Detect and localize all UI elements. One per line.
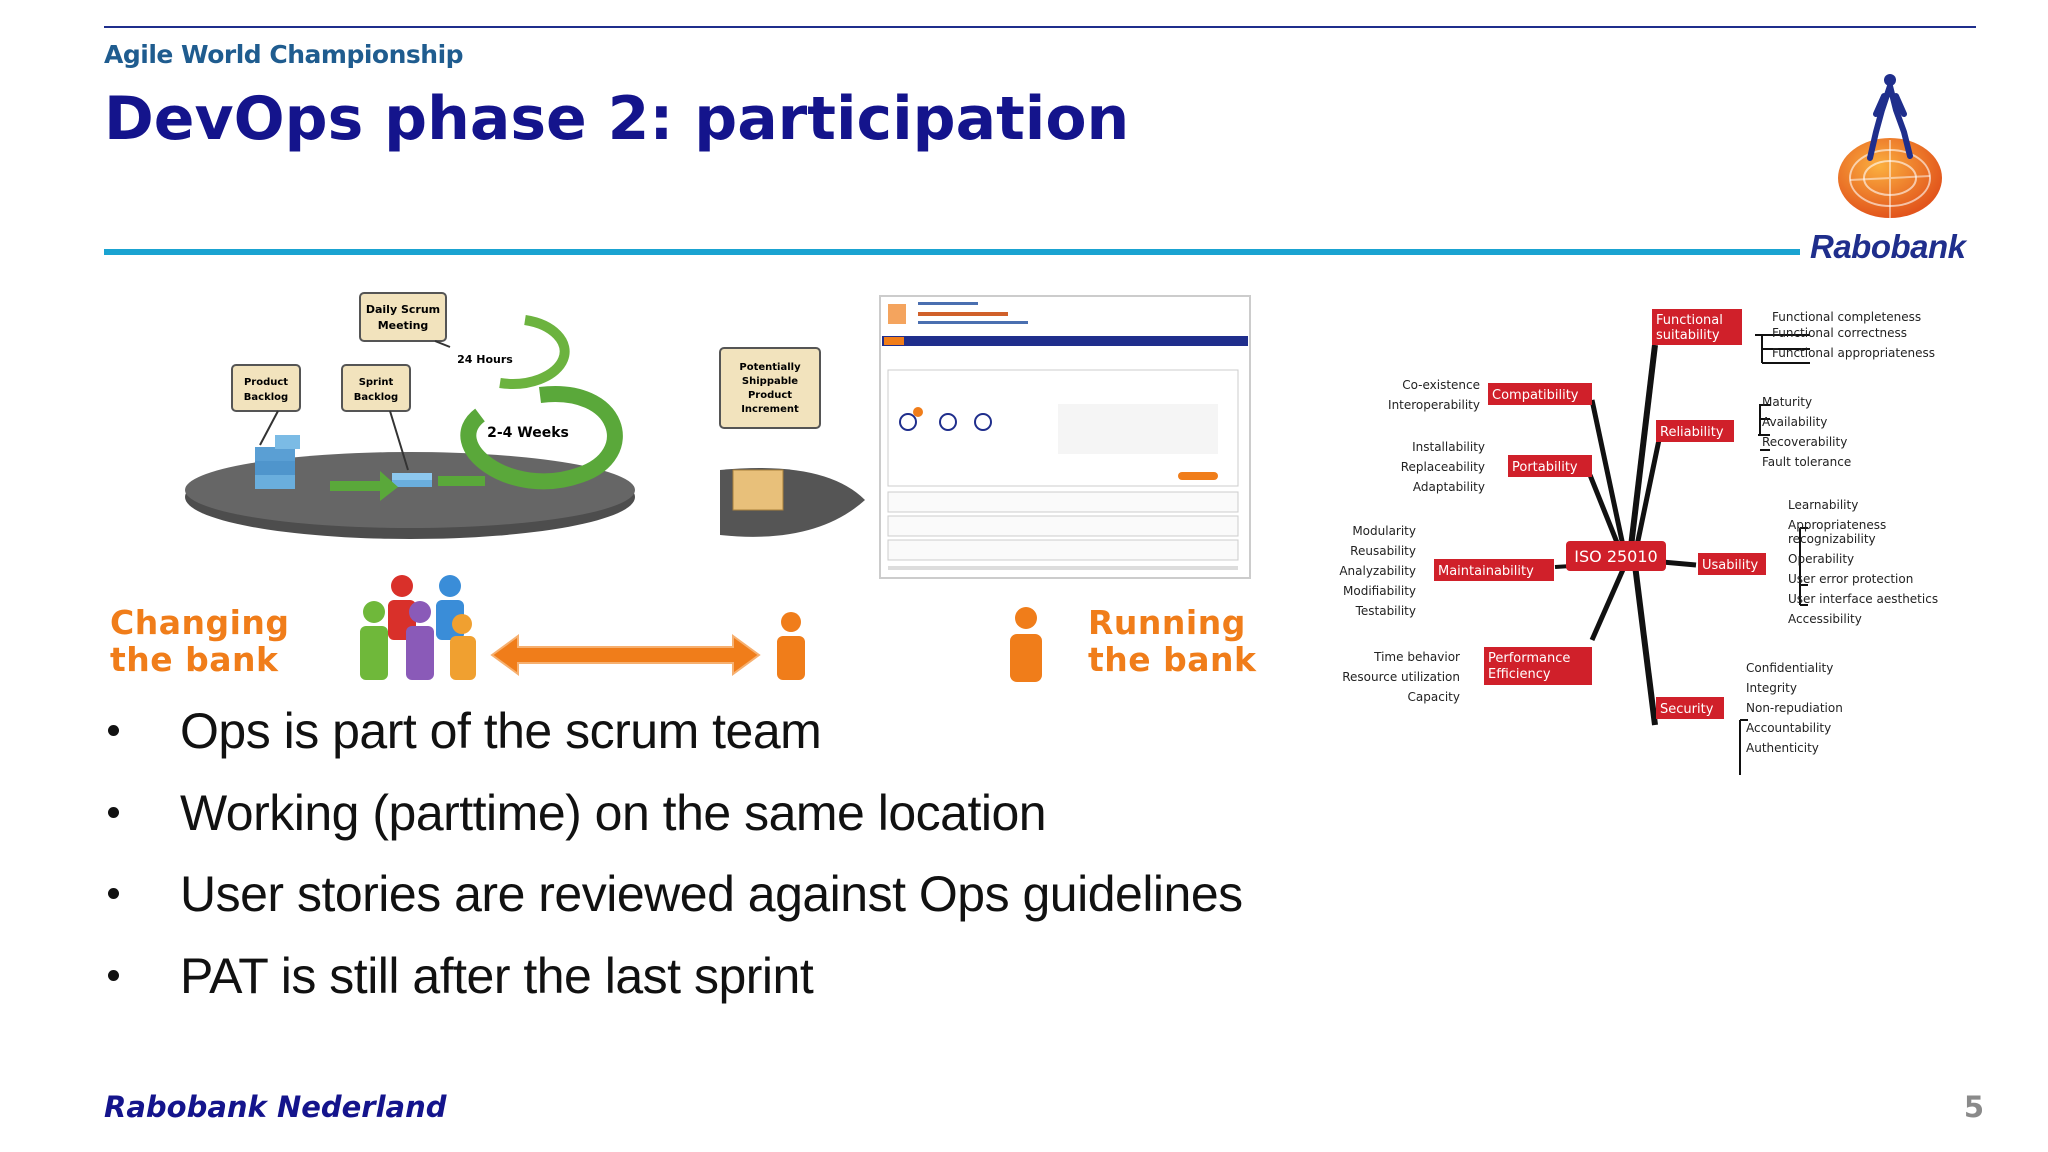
branch-performance-efficiency: Performance	[1488, 651, 1570, 666]
bullet-list: Ops is part of the scrum team Working (p…	[100, 695, 1360, 1021]
svg-text:Replaceability: Replaceability	[1401, 460, 1485, 474]
svg-text:User error protection: User error protection	[1788, 572, 1913, 586]
svg-text:Testability: Testability	[1355, 604, 1416, 618]
svg-text:Accountability: Accountability	[1746, 721, 1831, 735]
svg-text:Product: Product	[244, 377, 288, 388]
daily-scrum-line2: Meeting	[378, 319, 429, 332]
website-screenshot	[879, 295, 1251, 579]
scrum-cycle-diagram: Daily Scrum Meeting Product Backlog Spri…	[185, 292, 635, 539]
branch-functional-suitability: Functional	[1656, 313, 1723, 328]
svg-text:Maturity: Maturity	[1762, 395, 1812, 409]
sprint-backlog-box: Sprint Backlog	[341, 364, 411, 412]
svg-text:Accessibility: Accessibility	[1788, 612, 1862, 626]
svg-text:Appropriateness: Appropriateness	[1788, 518, 1886, 532]
svg-text:Backlog: Backlog	[244, 392, 288, 403]
svg-text:Authenticity: Authenticity	[1746, 741, 1819, 755]
svg-text:Non-repudiation: Non-repudiation	[1746, 701, 1843, 715]
footer-organization: Rabobank Nederland	[104, 1090, 447, 1124]
svg-text:Time behavior: Time behavior	[1373, 650, 1460, 664]
bullet-dot	[108, 806, 119, 818]
svg-text:Functional completeness: Functional completeness	[1772, 310, 1921, 324]
branch-usability: Usability	[1702, 558, 1758, 573]
functional-suitability-leaves: Functional completeness Functional corre…	[1772, 310, 1935, 360]
portability-leaves: Installability Replaceability Adaptabili…	[1401, 440, 1485, 494]
svg-text:Modifiability: Modifiability	[1343, 584, 1416, 598]
svg-text:Reusability: Reusability	[1350, 544, 1416, 558]
svg-text:Backlog: Backlog	[354, 392, 398, 403]
bullet-item: Working (parttime) on the same location	[100, 777, 1360, 859]
svg-text:Modularity: Modularity	[1352, 524, 1416, 538]
svg-text:Adaptability: Adaptability	[1413, 480, 1485, 494]
svg-text:Operability: Operability	[1788, 552, 1854, 566]
title-rule	[104, 249, 1800, 255]
svg-text:Functional correctness: Functional correctness	[1772, 326, 1907, 340]
svg-text:Availability: Availability	[1762, 415, 1827, 429]
bullet-item: Ops is part of the scrum team	[100, 695, 1360, 777]
bullet-item: User stories are reviewed against Ops gu…	[100, 858, 1360, 940]
svg-text:Functional appropriateness: Functional appropriateness	[1772, 346, 1935, 360]
svg-text:Resource utilization: Resource utilization	[1342, 670, 1460, 684]
double-arrow-icon	[490, 634, 761, 676]
reliability-leaves: Maturity Availability Recoverability Fau…	[1762, 395, 1851, 469]
svg-text:Confidentiality: Confidentiality	[1746, 661, 1833, 675]
product-backlog-box: Product Backlog	[231, 364, 301, 412]
compatibility-leaves: Co-existence Interoperability	[1388, 378, 1480, 412]
svg-text:Potentially: Potentially	[739, 362, 801, 373]
svg-text:suitability: suitability	[1656, 328, 1720, 343]
svg-text:recognizability: recognizability	[1788, 532, 1876, 546]
branch-maintainability: Maintainability	[1438, 564, 1534, 579]
performance-leaves: Time behavior Resource utilization Capac…	[1342, 650, 1460, 704]
top-rule	[104, 26, 1976, 28]
bullet-dot	[108, 969, 119, 981]
branch-compatibility: Compatibility	[1492, 388, 1579, 403]
sprint-backlog-stack-icon	[392, 473, 432, 487]
svg-text:Installability: Installability	[1412, 440, 1485, 454]
branch-reliability: Reliability	[1660, 425, 1724, 440]
svg-text:Analyzability: Analyzability	[1339, 564, 1416, 578]
svg-text:Efficiency: Efficiency	[1488, 667, 1551, 682]
event-subtitle: Agile World Championship	[104, 40, 464, 69]
iso25010-mindmap: ISO 25010 Functional suitability Compati…	[1339, 309, 1938, 775]
svg-text:Shippable: Shippable	[742, 376, 798, 387]
maintainability-leaves: Modularity Reusability Analyzability Mod…	[1339, 524, 1416, 618]
svg-text:Recoverability: Recoverability	[1762, 435, 1847, 449]
svg-text:Sprint: Sprint	[359, 377, 394, 388]
hours-label: 24 Hours	[457, 353, 513, 366]
bullet-dot	[108, 888, 119, 899]
ops-person-icon	[1010, 607, 1042, 682]
svg-text:Interoperability: Interoperability	[1388, 398, 1480, 412]
branch-portability: Portability	[1512, 460, 1578, 475]
team-people-icon	[360, 575, 476, 680]
svg-text:Integrity: Integrity	[1746, 681, 1797, 695]
shippable-increment-diagram: Potentially Shippable Product Increment	[719, 347, 865, 537]
bullet-dot	[108, 725, 119, 736]
weeks-label: 2-4 Weeks	[487, 425, 569, 441]
svg-text:User interface aesthetics: User interface aesthetics	[1788, 592, 1938, 606]
svg-text:Product: Product	[748, 390, 792, 401]
svg-text:Fault tolerance: Fault tolerance	[1762, 455, 1851, 469]
branch-security: Security	[1660, 702, 1714, 717]
security-leaves: Confidentiality Integrity Non-repudiatio…	[1746, 661, 1843, 755]
changing-the-bank-label: Changing the bank	[110, 603, 290, 679]
mindmap-center: ISO 25010	[1574, 547, 1657, 566]
rabobank-logo-icon	[1838, 74, 1942, 218]
svg-text:Learnability: Learnability	[1788, 498, 1858, 512]
daily-scrum-line1: Daily Scrum	[366, 303, 440, 316]
bullet-item: PAT is still after the last sprint	[100, 940, 1360, 1022]
svg-text:Increment: Increment	[741, 404, 799, 415]
rabobank-logo-text: Rabobank	[1810, 228, 1966, 265]
product-backlog-stack-icon	[255, 435, 300, 489]
page-number: 5	[1963, 1090, 1984, 1124]
slide-title: DevOps phase 2: participation	[104, 84, 1130, 154]
running-the-bank-label: Running the bank	[1088, 603, 1257, 679]
svg-text:Co-existence: Co-existence	[1402, 378, 1480, 392]
usability-leaves: Learnability Appropriateness recognizabi…	[1788, 498, 1938, 626]
daily-scrum-box: Daily Scrum Meeting	[359, 292, 447, 342]
ops-person-icon	[777, 612, 805, 680]
svg-text:Capacity: Capacity	[1408, 690, 1460, 704]
